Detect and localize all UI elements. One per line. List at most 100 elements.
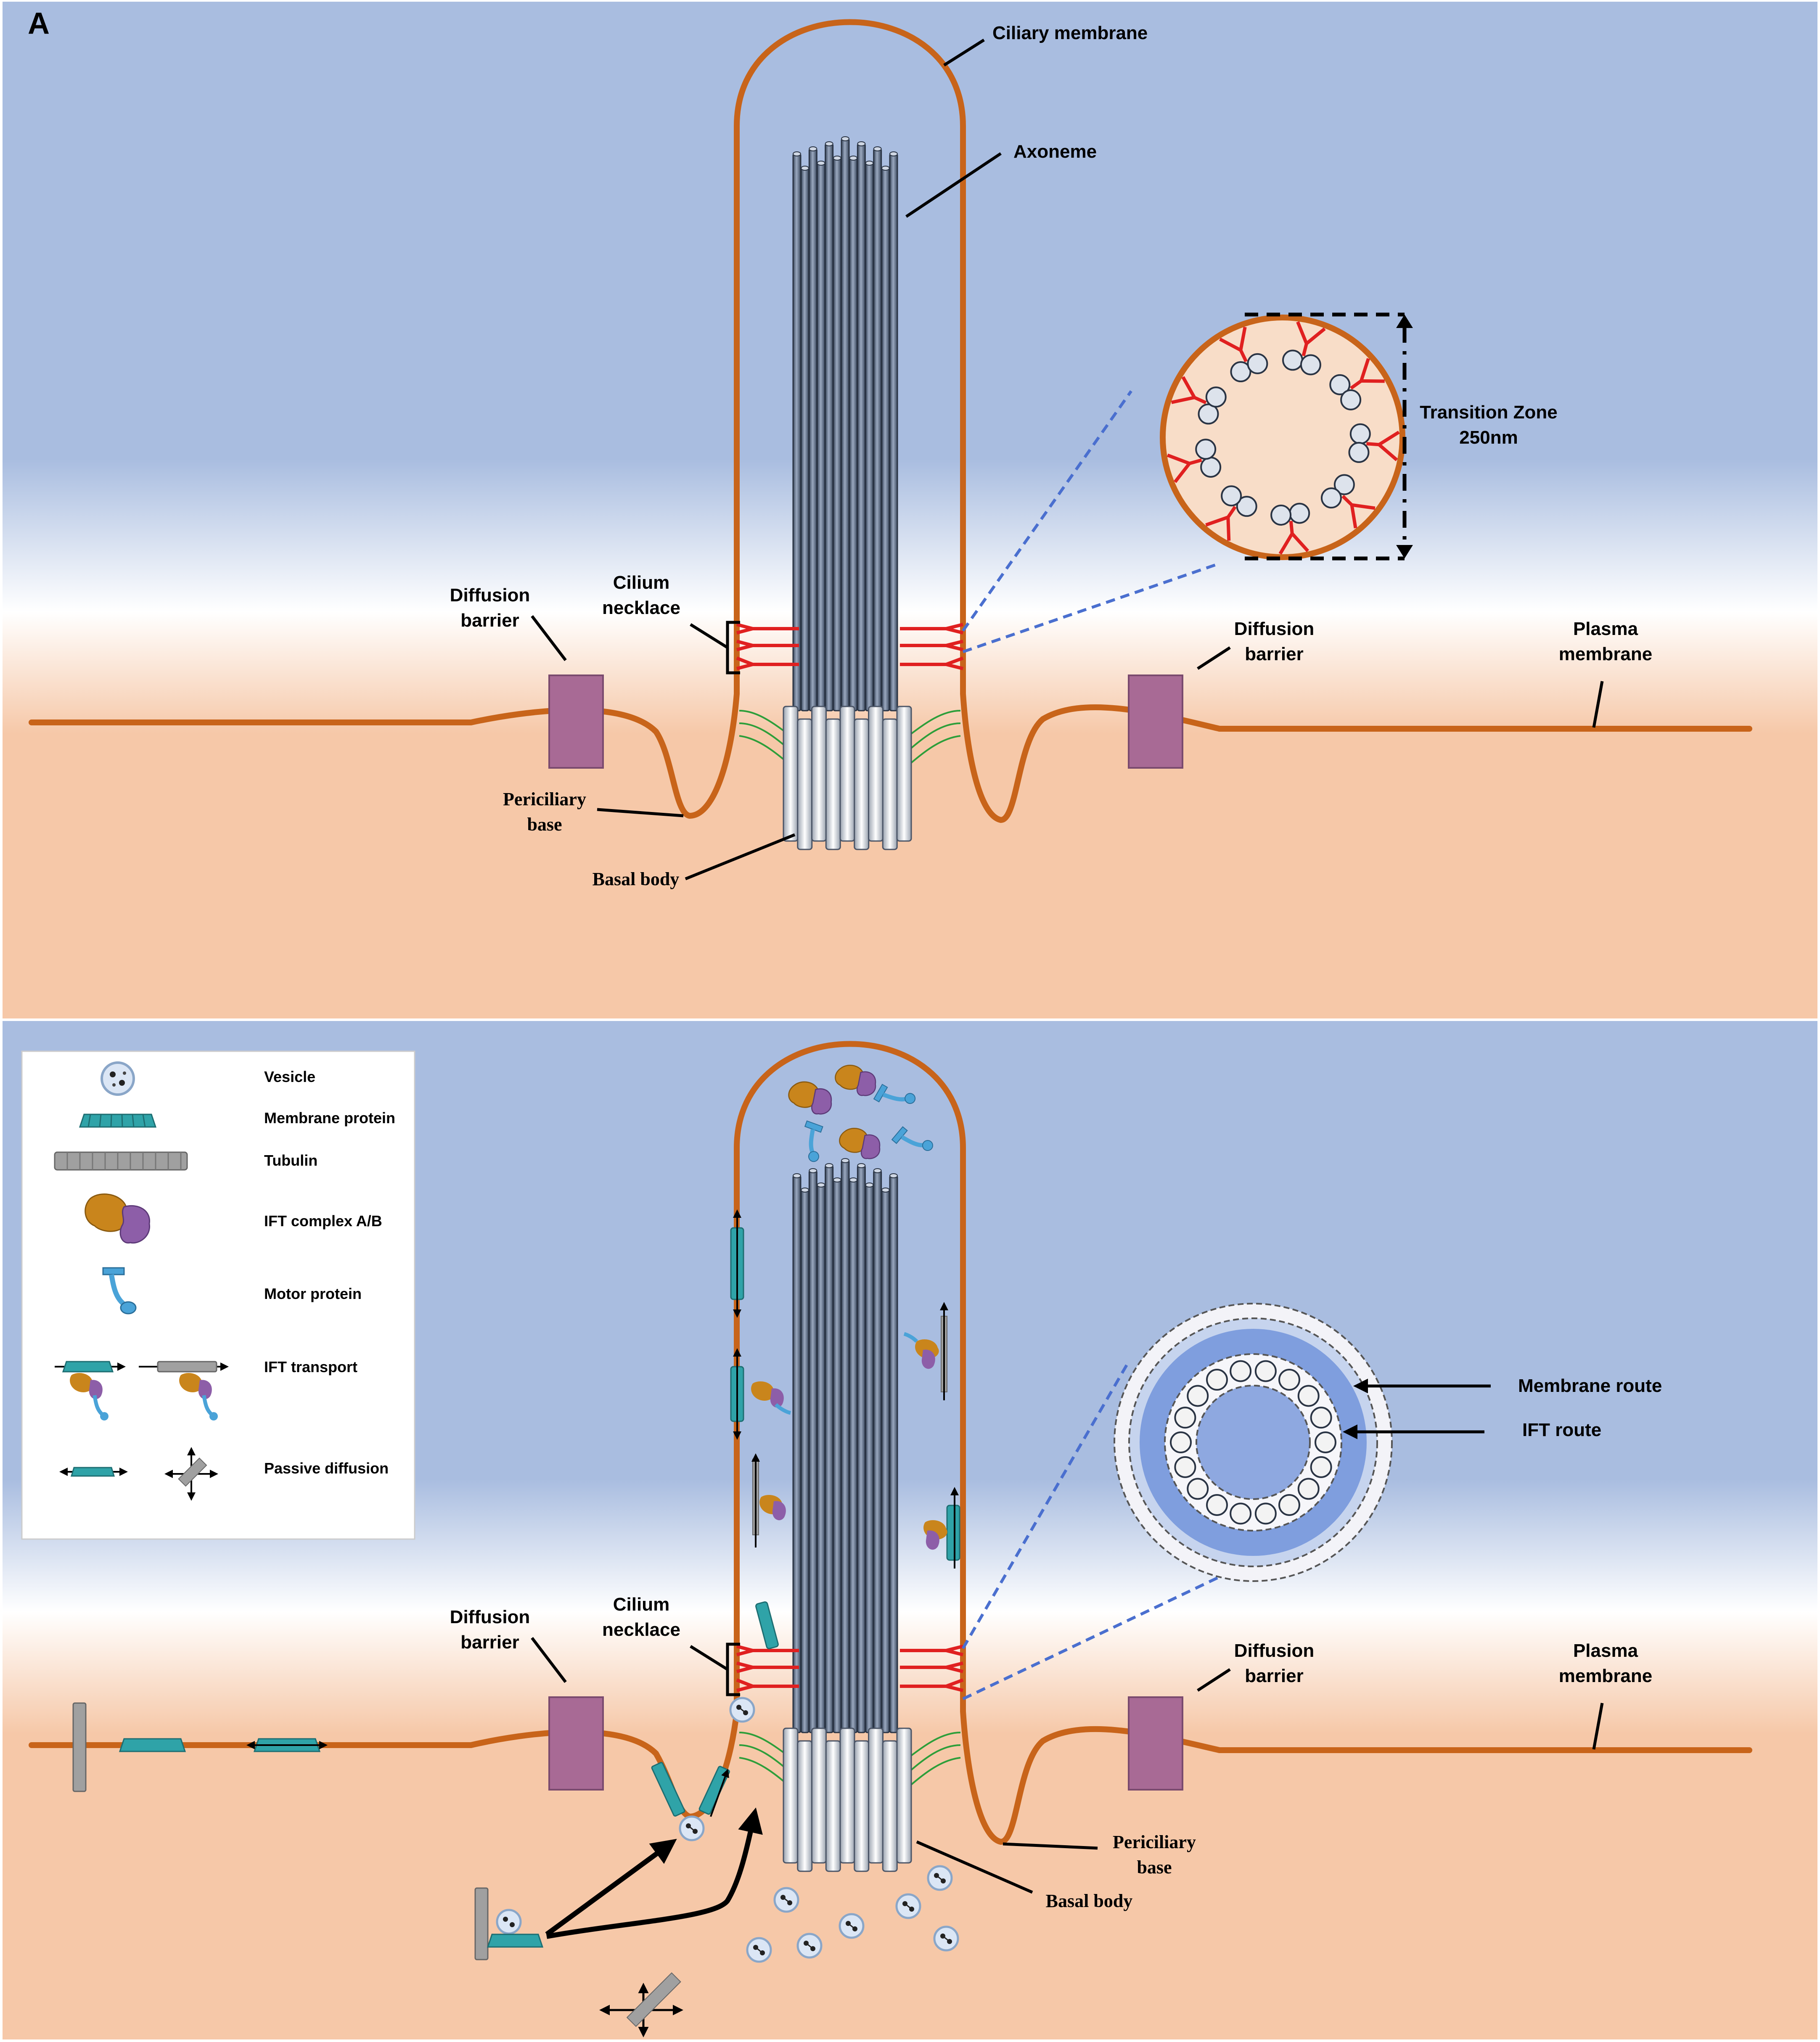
panel-a-leader-necklace [690, 623, 728, 649]
y-link [1219, 327, 1248, 362]
vesicle [927, 1865, 953, 1891]
panel-a-cilium-necklace [736, 623, 964, 670]
microtubule-doublet [841, 138, 850, 712]
panel-a-leader-basal-body [685, 833, 796, 881]
microtubule-doublet-section [1348, 442, 1370, 463]
microtubule-doublet-section [1310, 1407, 1332, 1429]
microtubule-doublet-section [1297, 1478, 1320, 1500]
membrane-protein-pm-1 [119, 1738, 186, 1752]
basal-body-triplet [811, 1727, 827, 1864]
panel-b-label-cilium: Cilium [613, 1594, 669, 1615]
legend-label-tubulin: Tubulin [264, 1152, 317, 1169]
basal-body-triplet [868, 706, 884, 842]
panel-b-pocket-entry [651, 1762, 730, 1817]
vesicle [729, 1697, 755, 1723]
microtubule-doublet-section [1247, 353, 1268, 374]
microtubule-doublet [849, 1179, 858, 1733]
panel-b-cilium-membrane-proteins [730, 1209, 960, 1649]
microtubule-doublet [889, 1175, 898, 1733]
panel-b-label-membrane-route: Membrane route [1518, 1375, 1662, 1396]
panel-b-zoom-line-bottom [962, 1575, 1220, 1701]
panel-a-transition-zone-cross-section [1160, 315, 1405, 560]
basal-body-triplet [783, 706, 799, 842]
vesicle-icon [101, 1061, 135, 1096]
panel-b-axoneme [792, 1158, 898, 1733]
legend-icons [54, 1061, 229, 1501]
panel-a-dimension-bracket [1245, 312, 1413, 561]
panel-a-leader-periciliary-base [597, 808, 684, 817]
ift-complex-icon [85, 1193, 151, 1244]
microtubule-doublet-section [1195, 439, 1217, 460]
basal-body-triplet [825, 718, 841, 850]
panel-b-leader-plasma-membrane [1592, 1703, 1604, 1750]
microtubule-doublet-section [1170, 1431, 1192, 1453]
legend-box [21, 1050, 415, 1540]
microtubule-doublet-section [1200, 456, 1222, 478]
motor-protein [891, 1126, 933, 1151]
panel-a-leader-barrier-right [1197, 646, 1231, 670]
panel-b-endocytic-arrows [474, 1807, 763, 2037]
panel-b-leader-barrier-left [531, 1637, 567, 1683]
microtubule-doublet-section [1270, 504, 1292, 526]
panel-b-diffusion-barrier-right [1128, 1696, 1183, 1791]
motor-protein-icon [102, 1267, 137, 1315]
microtubule-doublet-section [1230, 1360, 1252, 1382]
microtubule-doublet [833, 157, 842, 712]
basal-body-triplet [839, 1727, 855, 1864]
microtubule-doublet [889, 153, 898, 712]
microtubule-doublet-section [1282, 349, 1303, 371]
microtubule-doublet-section [1329, 374, 1351, 395]
microtubule-doublet-section [1206, 1494, 1228, 1516]
panel-a-leader-axoneme [905, 152, 1002, 218]
panel-a-diffusion-barrier-right [1128, 674, 1183, 769]
tubulin-icon [54, 1151, 188, 1171]
basal-body-triplet [839, 706, 855, 842]
panel-b-label-plasma: Plasma [1573, 1640, 1638, 1661]
panel-a-label-transition-zone: Transition Zone [1420, 402, 1558, 423]
panel-b-label-basal-body: Basal body [1046, 1891, 1133, 1911]
panel-b-label-barrier-left: barrier [460, 1632, 519, 1653]
legend-label-ift-complex: IFT complex A/B [264, 1212, 382, 1230]
microtubule-doublet [849, 157, 858, 712]
ift-train-left [751, 1453, 786, 1547]
legend-label-vesicle: Vesicle [264, 1068, 315, 1085]
y-link [1167, 453, 1202, 483]
panel-a-label-diffusion-right: Diffusion [1234, 619, 1315, 639]
panel-a-label-cilium: Cilium [613, 572, 669, 593]
panel-b-leader-barrier-right [1197, 1668, 1231, 1692]
microtubule-doublet [865, 162, 874, 712]
membrane-protein-2 [730, 1348, 791, 1440]
panel-b-cilium-necklace [736, 1645, 964, 1692]
motor-protein [804, 1120, 823, 1162]
membrane-protein-right-lower [923, 1487, 960, 1569]
microtubule-doublet [817, 162, 825, 712]
microtubule-doublet [873, 148, 882, 712]
microtubule-doublet-section [1297, 1385, 1320, 1407]
panel-a-label-diffusion-left: Diffusion [450, 585, 530, 606]
legend-label-ift-transport: IFT transport [264, 1358, 357, 1375]
motor-protein [873, 1084, 916, 1104]
microtubule-doublet [825, 143, 834, 712]
ift-train-right-upper [903, 1302, 948, 1400]
basal-body-triplet [811, 706, 827, 842]
microtubule-doublet-section [1198, 403, 1219, 425]
microtubule-doublet [800, 167, 809, 712]
membrane-protein-necklace [755, 1601, 779, 1649]
legend-label-passive-diffusion: Passive diffusion [264, 1460, 389, 1477]
ift-transport-icon [55, 1361, 229, 1420]
legend-label-membrane-protein: Membrane protein [264, 1109, 395, 1127]
panel-b-leader-basal-body [916, 1840, 1033, 1894]
vesicle [895, 1893, 921, 1919]
panel-a-leader-ciliary-membrane [943, 39, 985, 66]
microtubule-doublet-section [1187, 1385, 1209, 1407]
microtubule-doublet-section [1315, 1431, 1336, 1453]
membrane-protein-icon [79, 1114, 157, 1128]
vesicle [746, 1937, 772, 1963]
panel-a-zoom-line-top [962, 390, 1132, 632]
microtubule-doublet-section [1221, 485, 1242, 507]
panel-a-diffusion-barrier-left [548, 674, 604, 769]
microtubule-doublet-section [1205, 386, 1227, 408]
panel-b-label-necklace: necklace [602, 1619, 680, 1640]
